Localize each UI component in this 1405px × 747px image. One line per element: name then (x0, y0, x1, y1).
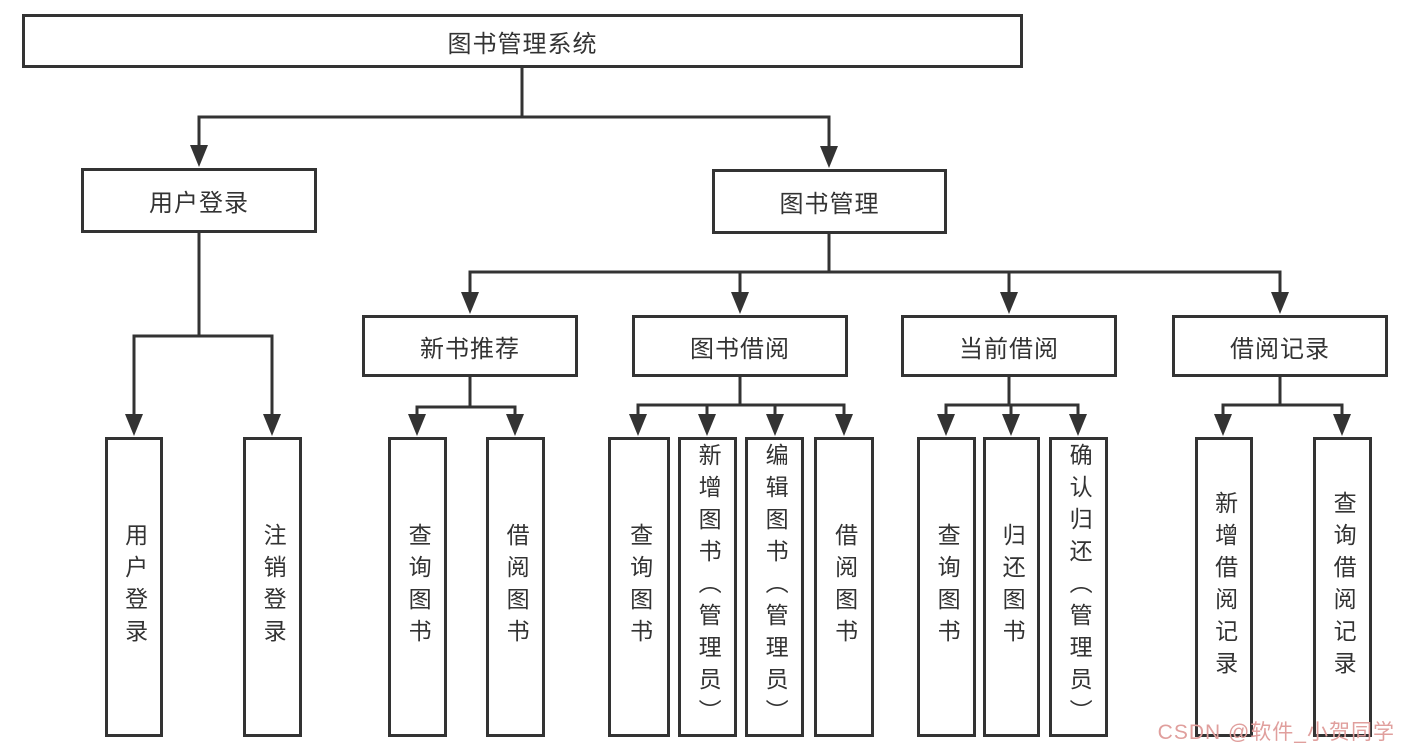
node-label: 确认归还（管理员） (1066, 443, 1093, 731)
node-current-borrow: 当前借阅 (901, 315, 1117, 377)
node-label: 用户登录 (149, 190, 249, 217)
leaf-user-login: 用户登录 (105, 437, 163, 737)
leaf-records-add-record: 新增借阅记录 (1195, 437, 1253, 737)
leaf-current-query-books: 查询图书 (917, 437, 976, 737)
node-label: 用户登录 (121, 523, 148, 651)
node-label: 图书管理系统 (447, 30, 598, 58)
leaf-current-confirm-return-admin: 确认归还（管理员） (1049, 437, 1108, 737)
leaf-current-return-books: 归还图书 (983, 437, 1040, 737)
leaf-logout: 注销登录 (243, 437, 302, 737)
node-label: 注销登录 (260, 523, 287, 651)
node-label: 编辑图书（管理员） (762, 443, 789, 731)
node-label: 图书借阅 (690, 335, 790, 363)
node-label: 图书管理 (779, 191, 880, 218)
node-new-book-recommend: 新书推荐 (362, 315, 578, 377)
node-label: 查询借阅记录 (1330, 491, 1357, 683)
leaf-borrow-add-books-admin: 新增图书（管理员） (678, 437, 737, 737)
leaf-borrow-borrow-books: 借阅图书 (814, 437, 874, 737)
node-label: 查询图书 (405, 523, 432, 651)
csdn-watermark: CSDN @软件_小贺同学 (1157, 721, 1395, 744)
node-label: 查询图书 (626, 523, 653, 651)
node-label: 归还图书 (999, 523, 1026, 651)
leaf-records-query-record: 查询借阅记录 (1313, 437, 1372, 737)
node-label: 新增借阅记录 (1211, 491, 1238, 683)
node-label: 查询图书 (934, 523, 961, 651)
node-label: 新增图书（管理员） (695, 443, 722, 731)
node-book-borrow: 图书借阅 (632, 315, 848, 377)
node-label: 当前借阅 (959, 335, 1059, 363)
leaf-borrow-edit-books-admin: 编辑图书（管理员） (745, 437, 804, 737)
node-book-management: 图书管理 (712, 169, 947, 234)
node-label: 借阅记录 (1230, 335, 1330, 363)
node-label: 新书推荐 (420, 335, 520, 363)
node-label: 借阅图书 (831, 523, 858, 651)
arrowheads (125, 145, 1351, 436)
leaf-newbook-query-books: 查询图书 (388, 437, 447, 737)
node-borrow-records: 借阅记录 (1172, 315, 1388, 377)
node-library-management-system: 图书管理系统 (22, 14, 1023, 68)
leaf-borrow-query-books: 查询图书 (608, 437, 670, 737)
node-label: 借阅图书 (503, 523, 530, 651)
node-user-login: 用户登录 (81, 168, 317, 233)
leaf-newbook-borrow-books: 借阅图书 (486, 437, 545, 737)
